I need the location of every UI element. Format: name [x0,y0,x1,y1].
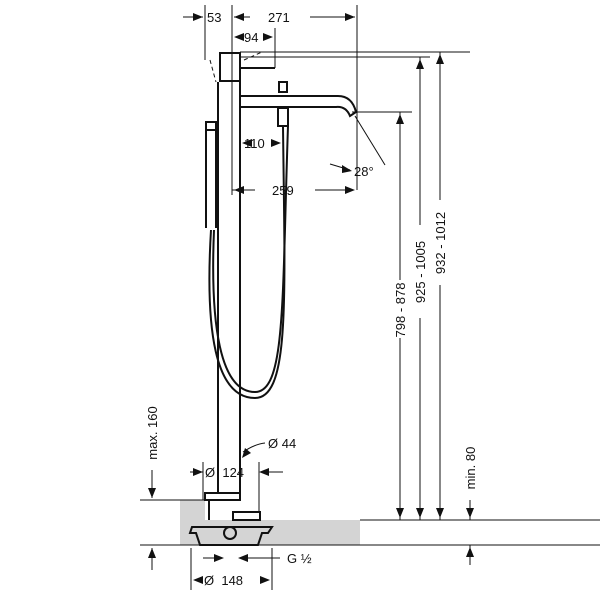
dim-94: 94 [244,30,258,45]
dim-height-932-1012: 932 - 1012 [433,212,448,274]
dim-dia-148: Ø 148 [204,573,243,588]
spout [240,81,358,127]
mixer-column [209,51,275,493]
dim-height-925-1005: 925 - 1005 [413,241,428,303]
dim-min-80: min. 80 [463,447,478,490]
dim-dia-44: Ø 44 [268,436,296,451]
dim-height-798-878: 798 - 878 [393,283,408,338]
dimension-arrows [148,13,474,584]
dim-angle-28: 28° [354,164,374,179]
hand-shower [205,121,289,400]
dim-110: 110 [244,136,265,151]
dim-53: 53 [207,10,221,25]
dim-271: 271 [268,10,290,25]
base [188,492,274,546]
dim-dia-124: Ø 124 [205,465,244,480]
dim-259: 259 [272,183,294,198]
dim-max-160: max. 160 [145,406,160,459]
dim-g-half: G ½ [287,551,312,566]
